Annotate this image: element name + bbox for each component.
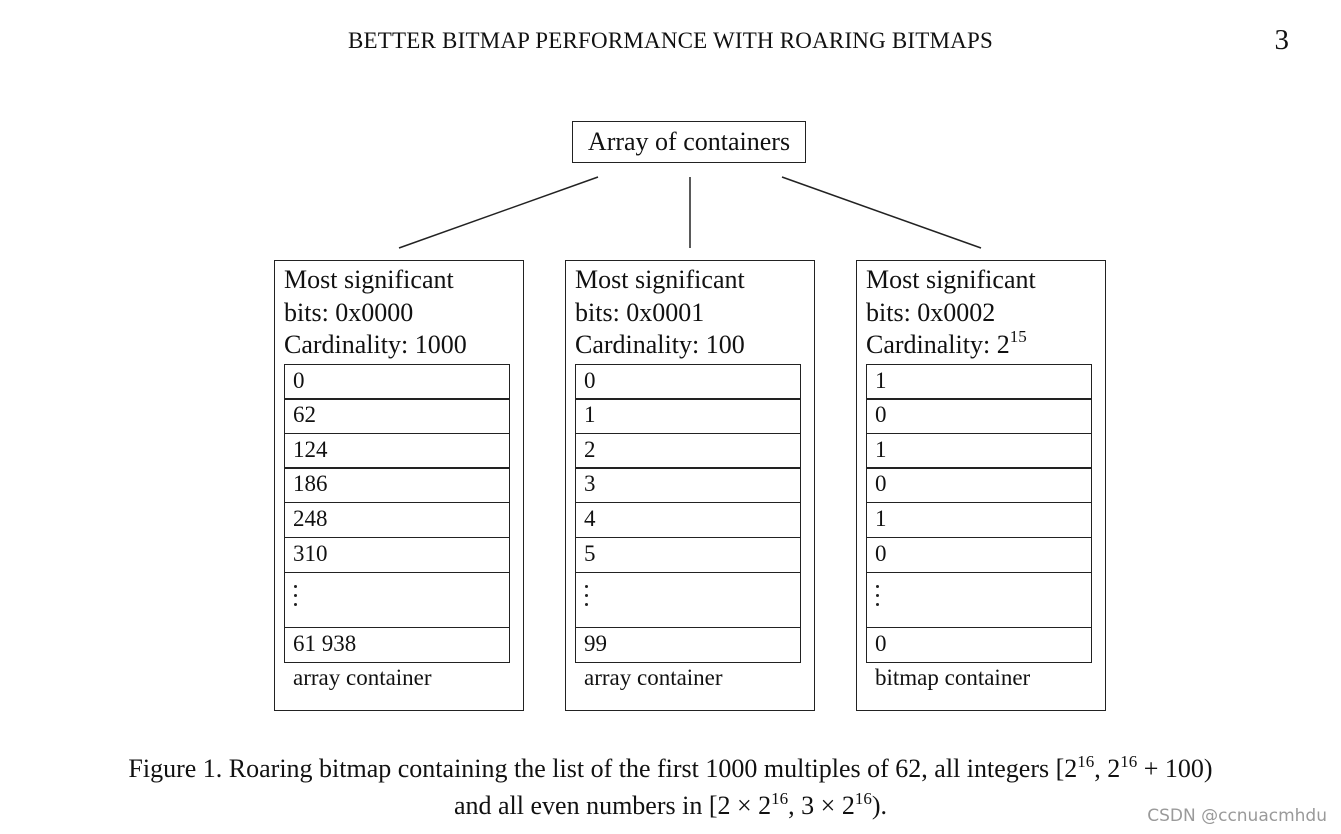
container-2: Most significant bits: 0x0002 Cardinalit… [856, 260, 1106, 711]
bit-cell: 1 [866, 433, 1092, 469]
value-cell: 0 [284, 364, 510, 400]
container-line1: Most significant [866, 265, 1036, 294]
value-cell: 3 [575, 467, 801, 503]
container-line2: bits: 0x0002 [866, 297, 996, 327]
container-cardinality: Cardinality: 100 [575, 329, 745, 365]
caption-exponent: 16 [854, 789, 872, 808]
cardinality-prefix: Cardinality: [284, 330, 415, 359]
ellipsis-cell [575, 572, 801, 628]
vertical-ellipsis-icon [294, 585, 298, 612]
container-type-label: bitmap container [875, 665, 1031, 690]
last-bit-cell: 0 [866, 627, 1092, 663]
value-cell: 310 [284, 537, 510, 573]
value-cell: 62 [284, 398, 510, 434]
value-cell: 5 [575, 537, 801, 573]
container-cardinality: Cardinality: 1000 [284, 329, 467, 365]
container-line1: Most significant [284, 265, 454, 294]
ellipsis-cell [284, 572, 510, 628]
value-cell: 124 [284, 433, 510, 469]
value-cell: 2 [575, 433, 801, 469]
caption-exponent: 16 [771, 789, 789, 808]
cardinality-prefix: Cardinality: [866, 330, 997, 359]
value-cell: 1 [575, 398, 801, 434]
container-cardinality: Cardinality: 215 [866, 327, 1036, 365]
cardinality-value: 100 [705, 330, 745, 359]
last-value-cell: 61 938 [284, 627, 510, 663]
root-array-of-containers: Array of containers [572, 121, 806, 163]
container-header: Most significant bits: 0x0002 Cardinalit… [866, 264, 1036, 365]
container-1: Most significant bits: 0x0001 Cardinalit… [565, 260, 815, 711]
caption-exponent: 16 [1120, 752, 1138, 771]
caption-text: , 2 [1094, 754, 1121, 783]
caption-text: + 100) [1137, 754, 1213, 783]
caption-text: Figure 1. Roaring bitmap containing the … [128, 754, 1078, 783]
caption-text: and all even numbers in [2 × 2 [453, 791, 772, 820]
cardinality-value: 2 [996, 330, 1010, 359]
running-head: BETTER BITMAP PERFORMANCE WITH ROARING B… [348, 28, 993, 53]
caption-text: ). [871, 791, 888, 820]
container-line2: bits: 0x0000 [284, 297, 414, 327]
container-0: Most significant bits: 0x0000 Cardinalit… [274, 260, 524, 711]
container-type-label: array container [584, 665, 723, 690]
connector-left [398, 176, 599, 249]
figure-caption: Figure 1. Roaring bitmap containing the … [0, 752, 1341, 826]
container-header: Most significant bits: 0x0000 Cardinalit… [284, 264, 467, 365]
last-value-cell: 99 [575, 627, 801, 663]
bit-cell: 1 [866, 364, 1092, 400]
connector-right [781, 176, 982, 249]
bit-cell: 0 [866, 467, 1092, 503]
cardinality-prefix: Cardinality: [575, 330, 706, 359]
bit-cell: 1 [866, 502, 1092, 538]
value-cell: 186 [284, 467, 510, 503]
value-cell: 4 [575, 502, 801, 538]
caption-line-2: and all even numbers in [2 × 216, 3 × 21… [0, 789, 1341, 826]
value-cell: 0 [575, 364, 801, 400]
bit-cell: 0 [866, 537, 1092, 573]
value-cell: 248 [284, 502, 510, 538]
vertical-ellipsis-icon [585, 585, 589, 612]
caption-exponent: 16 [1077, 752, 1095, 771]
page-number: 3 [1274, 24, 1290, 56]
ellipsis-cell [866, 572, 1092, 628]
vertical-ellipsis-icon [876, 585, 880, 612]
cardinality-exponent: 15 [1009, 327, 1027, 346]
container-header: Most significant bits: 0x0001 Cardinalit… [575, 264, 745, 365]
bit-cell: 0 [866, 398, 1092, 434]
container-line1: Most significant [575, 265, 745, 294]
caption-text: , 3 × 2 [788, 791, 855, 820]
watermark: CSDN @ccnuacmhdu [1147, 806, 1327, 826]
caption-line-1: Figure 1. Roaring bitmap containing the … [0, 752, 1341, 789]
container-type-label: array container [293, 665, 432, 690]
cardinality-value: 1000 [414, 330, 467, 359]
container-line2: bits: 0x0001 [575, 297, 705, 327]
